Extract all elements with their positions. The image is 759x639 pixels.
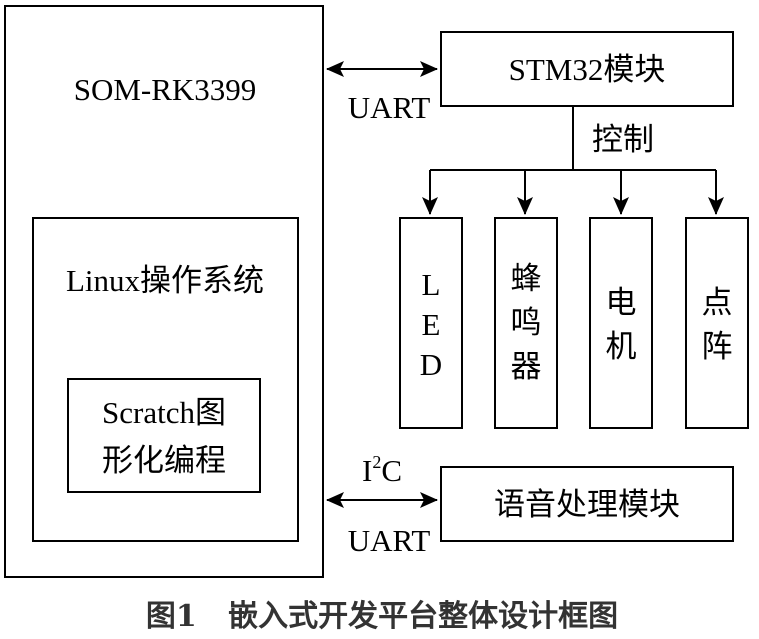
buzzer-char-2: 鸣	[511, 305, 542, 340]
voice-module-box	[440, 466, 734, 542]
linux-os-label: Linux操作系统	[66, 263, 264, 298]
stm32-label: STM32模块	[509, 52, 666, 87]
figure-caption: 图1 嵌入式开发平台整体设计框图	[146, 599, 618, 634]
scratch-label-line2: 形化编程	[102, 443, 226, 478]
buzzer-box	[494, 217, 558, 429]
dotmatrix-box	[685, 217, 749, 429]
led-char-3: D	[420, 347, 442, 382]
led-char-2: E	[422, 307, 441, 342]
buzzer-char-1: 蜂	[511, 261, 542, 296]
stm32-box	[440, 31, 734, 107]
motor-box	[589, 217, 653, 429]
motor-char-2: 机	[606, 329, 637, 364]
scratch-label-line1: Scratch图	[102, 395, 226, 430]
buzzer-char-3: 器	[511, 349, 542, 384]
som-rk3399-label: SOM-RK3399	[74, 72, 257, 107]
dotmatrix-char-2: 阵	[702, 329, 733, 364]
scratch-box	[67, 378, 261, 493]
control-label: 控制	[592, 122, 654, 157]
i2c-label: I2C	[362, 452, 402, 488]
uart-bottom-label: UART	[348, 523, 431, 558]
led-char-1: L	[422, 267, 441, 302]
voice-module-label: 语音处理模块	[494, 487, 680, 522]
led-box	[399, 217, 463, 429]
motor-char-1: 电	[606, 285, 637, 320]
uart-top-label: UART	[348, 90, 431, 125]
dotmatrix-char-1: 点	[702, 285, 733, 320]
